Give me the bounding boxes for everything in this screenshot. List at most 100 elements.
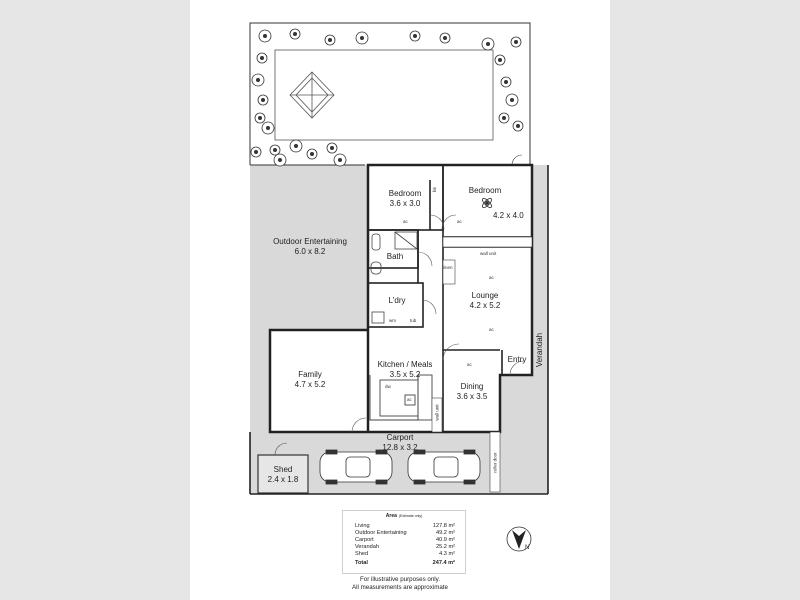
compass	[506, 526, 532, 552]
car-cabin	[345, 456, 371, 478]
family-name: Family	[298, 370, 322, 379]
laundry-name: L'dry	[388, 296, 406, 305]
area-total-value: 247.4 m²	[432, 560, 455, 566]
garden-tree-trunk	[330, 146, 334, 150]
area-row-name: Carport	[355, 537, 374, 543]
family-size: 4.7 x 5.2	[294, 380, 326, 389]
garden-tree-trunk	[261, 98, 265, 102]
family-label: Family 4.7 x 5.2	[285, 370, 335, 390]
garden-tree-trunk	[443, 36, 447, 40]
bir-label: bir	[432, 186, 438, 193]
wall-unit-dining-label: wall unit	[434, 404, 440, 421]
bedroom1-size: 3.6 x 3.0	[389, 199, 421, 208]
carport-edge	[249, 165, 549, 495]
ceiling-fan	[482, 198, 492, 208]
bathroom-fixtures	[370, 231, 418, 324]
bedroom2-label: Bedroom	[460, 186, 510, 196]
garden-tree-trunk	[294, 144, 298, 148]
garden-tree-trunk	[360, 36, 364, 40]
doors	[274, 214, 525, 456]
verandah-label: Verandah	[535, 325, 545, 375]
wall-units	[431, 236, 533, 493]
garden-tree-trunk	[486, 42, 490, 46]
area-row-value: 127.8 m²	[432, 523, 455, 529]
lounge-label: Lounge 4.2 x 5.2	[460, 291, 510, 311]
roller-door-label: roller door	[492, 452, 498, 473]
kitchen-size: 3.5 x 5.2	[389, 370, 421, 379]
area-title-text: Area	[385, 513, 397, 519]
bedroom1-label: Bedroom 3.6 x 3.0	[380, 189, 430, 209]
outdoor-label: Outdoor Entertaining 6.0 x 8.2	[255, 237, 365, 257]
area-row-name: Outdoor Entertaining	[355, 530, 407, 536]
area-row-name: Shed	[355, 551, 369, 557]
bedroom2-name: Bedroom	[468, 186, 502, 195]
dw-label: dw	[385, 384, 391, 389]
garden-tree-trunk	[278, 158, 282, 162]
garden-tree-trunk	[256, 78, 260, 82]
area-table-title: Area(Estimate only)	[343, 513, 465, 519]
bath-label: Bath	[380, 252, 410, 262]
left-margin-panel	[0, 0, 190, 600]
lounge-name: Lounge	[471, 291, 499, 300]
kitchen-name: Kitchen / Meals	[377, 360, 433, 369]
entry-name: Entry	[507, 355, 527, 364]
garden-tree-trunk	[413, 34, 417, 38]
garden-tree-trunk	[293, 32, 297, 36]
carport-size: 12.8 x 3.2	[382, 443, 418, 452]
garden-tree-trunk	[260, 56, 264, 60]
kitchen-bench	[369, 374, 433, 421]
garden-tree-trunk	[273, 148, 277, 152]
ac-lounge2: ac	[489, 327, 494, 332]
car-cabin	[433, 456, 459, 478]
car-wheel	[413, 449, 426, 455]
shed-label: Shed 2.4 x 1.8	[258, 465, 308, 485]
area-row-value: 25.2 m²	[436, 544, 455, 550]
wall-unit-top-label: wall unit	[480, 251, 497, 256]
wm-label: wm	[389, 318, 396, 323]
garden-tree-trunk	[263, 34, 267, 38]
dining-label: Dining 3.6 x 3.5	[447, 382, 497, 402]
outdoor-size: 6.0 x 8.2	[294, 247, 326, 256]
linen-label: linen	[443, 265, 453, 270]
car-wheel	[463, 479, 476, 485]
bath-name: Bath	[386, 252, 404, 261]
car-wheel	[325, 449, 338, 455]
carport-name: Carport	[386, 433, 414, 442]
bedroom2-size-label: 4.2 x 4.0	[493, 211, 524, 221]
right-margin-panel	[610, 0, 800, 600]
carport-cars	[319, 449, 481, 485]
area-total-name: Total	[355, 560, 368, 566]
garden-tree-trunk	[338, 158, 342, 162]
dining-size: 3.6 x 3.5	[456, 392, 488, 401]
ac-dining: ac	[467, 362, 472, 367]
garden-tree-trunk	[498, 58, 502, 62]
garden-tree-trunk	[516, 124, 520, 128]
garden-tree-trunk	[254, 150, 258, 154]
shed	[257, 454, 309, 494]
area-subtitle-text: (Estimate only)	[398, 514, 423, 518]
garden-tree-trunk	[504, 80, 508, 84]
garden-tree-trunk	[258, 116, 262, 120]
disclaimer-line1: For illustrative purposes only.	[359, 576, 440, 583]
garden-tree-trunk	[328, 38, 332, 42]
garden-trees	[250, 28, 524, 167]
carport-label: Carport 12.8 x 3.2	[370, 433, 430, 453]
area-row-value: 49.2 m²	[436, 530, 455, 536]
lounge-size: 4.2 x 5.2	[469, 301, 501, 310]
ac-lounge1: ac	[489, 275, 494, 280]
area-row-value: 4.3 m²	[439, 551, 455, 557]
verandah-name: Verandah	[535, 332, 544, 368]
car-wheel	[375, 479, 388, 485]
area-table: Area(Estimate only) Living 127.8 m² Outd…	[342, 510, 466, 574]
car-wheel	[325, 479, 338, 485]
lawn-feature	[274, 49, 494, 141]
garden-tree-trunk	[310, 152, 314, 156]
dining-name: Dining	[460, 382, 484, 391]
entry-label: Entry	[504, 355, 530, 365]
laundry-label: L'dry	[382, 296, 412, 306]
kitchen-label: Kitchen / Meals 3.5 x 5.2	[370, 360, 440, 380]
garden-tree-trunk	[514, 40, 518, 44]
car-wheel	[463, 449, 476, 455]
car-wheel	[413, 479, 426, 485]
